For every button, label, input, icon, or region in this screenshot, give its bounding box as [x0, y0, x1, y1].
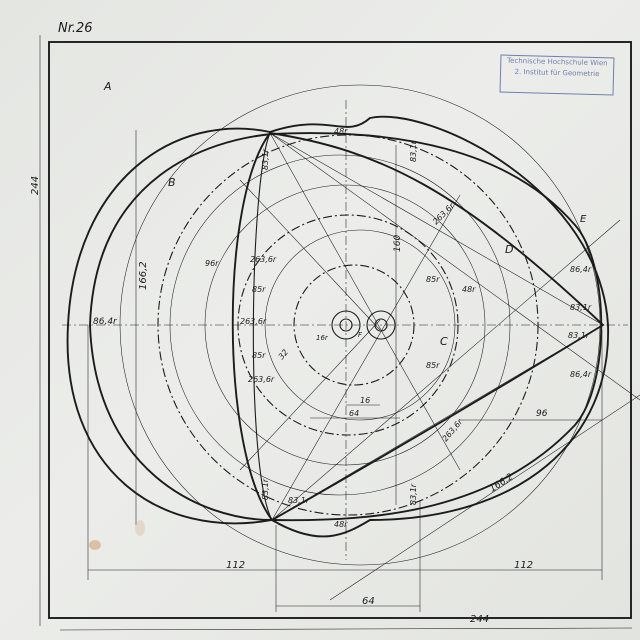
radius-85-d: 85r	[426, 361, 440, 370]
ray-6	[271, 219, 621, 521]
ray-4	[271, 194, 461, 521]
radius-83-right-top: 83,1r	[409, 140, 418, 162]
stamp-line-2: 2. Institut für Geometrie	[514, 67, 600, 79]
ray-8	[239, 179, 381, 331]
dim-64-mid: 64	[349, 409, 359, 418]
dim-height-total: 244	[30, 176, 41, 195]
region-label-c: C	[440, 335, 448, 348]
lens-curve-left-inner	[252, 132, 273, 521]
ray-3	[269, 132, 461, 471]
radius-85-a: 85r	[252, 285, 266, 294]
dim-112-right: 112	[514, 560, 533, 571]
radius-85-b: 85r	[252, 351, 266, 360]
border-frame	[48, 41, 632, 619]
sheet-number: Nr.26	[58, 21, 93, 36]
radius-263-c: 263,6r	[248, 375, 275, 384]
radius-48-top: 48r	[334, 127, 348, 136]
radius-96: 96r	[205, 259, 219, 268]
radius-86-right-top: 86,4r	[570, 265, 592, 274]
radius-48-mid: 48r	[462, 285, 476, 294]
radius-83-right-a: 83,1r	[570, 303, 592, 312]
radius-32: 32	[277, 348, 290, 362]
radius-16: 16r	[316, 334, 329, 342]
institute-stamp: Technische Hochschule Wien 2. Institut f…	[499, 54, 615, 96]
radius-83-left-top: 83,1r	[261, 148, 270, 170]
radius-263-b: 263,6r	[240, 317, 267, 326]
region-label-d: D	[505, 243, 513, 256]
dim-112-left: 112	[226, 560, 245, 571]
dim-160: 160	[393, 235, 403, 252]
region-label-e: E	[580, 214, 587, 225]
radius-86-left: 86,4r	[93, 317, 118, 327]
dim-16: 16	[360, 396, 370, 405]
dim-96: 96	[536, 409, 548, 419]
ray-5	[269, 132, 640, 401]
stain-mark	[135, 520, 145, 536]
region-label-b: B	[168, 176, 176, 189]
dim-166-vertical: 166,2	[138, 261, 149, 290]
lens-curve-left	[231, 132, 273, 521]
ray-7	[329, 394, 640, 601]
dim-64-bottom: 64	[362, 596, 375, 607]
region-label-f: F	[358, 331, 363, 339]
stain-mark	[89, 540, 101, 550]
outer-profile	[66, 115, 609, 538]
region-label-a: A	[103, 80, 112, 93]
dim-166-diagonal: 166,2	[488, 472, 515, 495]
ray-1	[269, 132, 604, 326]
radius-83-right-bottom: 83,1r	[409, 483, 418, 505]
ray-2	[271, 324, 604, 521]
radius-83-right-b: 83,1r	[568, 331, 590, 340]
radius-83-bottom: 83,1r	[288, 496, 310, 505]
inner-profile	[89, 132, 603, 522]
ray-9	[239, 319, 381, 471]
curved-triangle	[269, 132, 605, 521]
radius-83-left-bottom: 83,1r	[261, 478, 270, 500]
radius-85-c: 85r	[426, 275, 440, 284]
center-hole-right	[366, 310, 396, 340]
radius-263-a: 263,6r	[250, 255, 277, 264]
radius-48-bottom: 48r	[334, 520, 348, 529]
width-dimension-line	[59, 627, 633, 631]
radius-86-right-bottom: 86,4r	[570, 370, 592, 379]
dim-width-total: 244	[470, 614, 489, 625]
